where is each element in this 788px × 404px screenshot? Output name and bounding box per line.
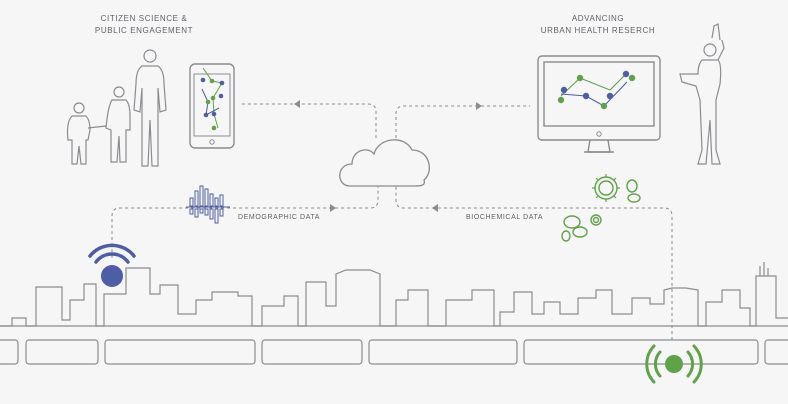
street-blocks [0,339,788,365]
city-skyline [0,262,788,327]
arrow-left-icon [294,100,300,108]
flow-arrows [294,100,482,212]
cloud-icon [339,139,430,187]
urban-health-title-line2: URBAN HEALTH RESERCH [541,26,656,35]
flow-lines [111,103,673,340]
biochemical-data-label: BIOCHEMICAL DATA [466,214,543,221]
arrow-left-icon [432,204,438,212]
microbe-icon [561,176,641,242]
wifi-sensor-icon [88,243,136,287]
citizen-science-title-line2: PUBLIC ENGAGEMENT [95,26,193,35]
wifi-sensor-icon [645,344,703,384]
demographic-data-label: DEMOGRAPHIC DATA [238,214,320,221]
arrow-right-icon [476,102,482,110]
phone-chart [200,67,225,131]
monitor-chart [557,70,636,110]
researcher-silhouette-icon [679,23,725,165]
bar-histogram-icon [186,185,230,224]
urban-health-title-line1: ADVANCING [572,14,624,23]
family-silhouette-icon [66,49,167,167]
desktop-monitor-icon [537,55,661,153]
smartphone-icon [189,63,235,149]
arrow-right-icon [330,204,336,212]
microbe-spikes [592,174,620,202]
citizen-science-title-line1: CITIZEN SCIENCE & [101,14,188,23]
